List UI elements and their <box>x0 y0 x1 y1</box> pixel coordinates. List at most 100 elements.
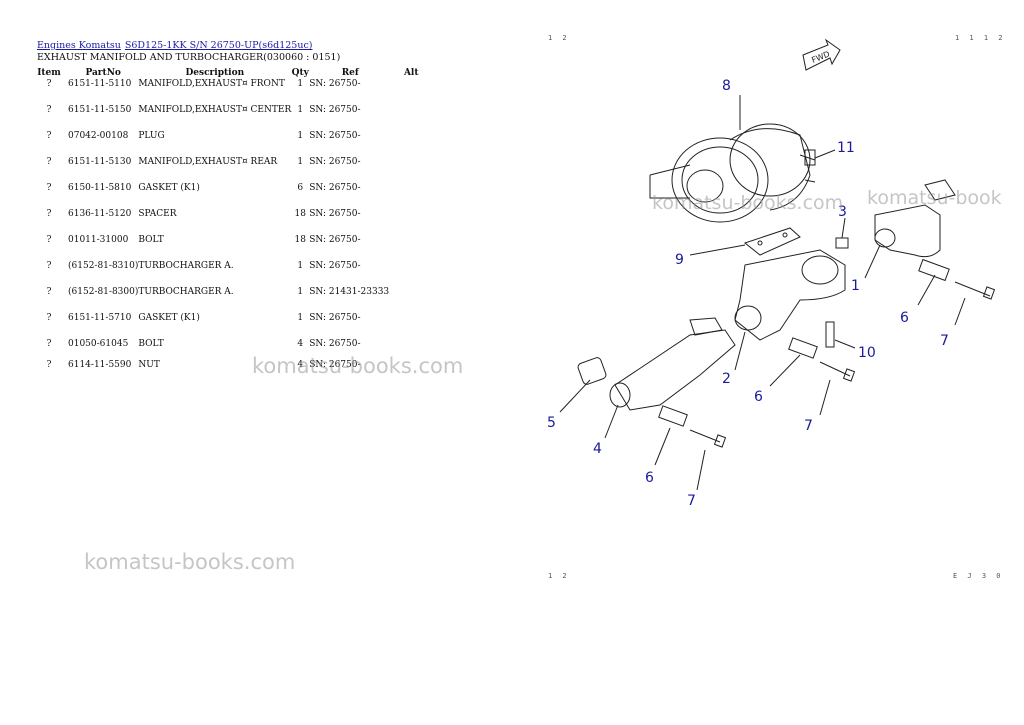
cell-description: GASKET (K1) <box>138 183 200 193</box>
callout-number: 7 <box>940 333 949 349</box>
callout-number: 5 <box>547 415 556 431</box>
cell-item: ? <box>46 235 52 245</box>
cell-qty: 1 <box>297 105 304 115</box>
callout-number: 6 <box>900 310 909 326</box>
cell-description: MANIFOLD,EXHAUST¤ REAR <box>138 157 278 167</box>
cell-item: ? <box>46 105 52 115</box>
cell-qty: 18 <box>294 235 306 245</box>
cell-item: ? <box>46 261 52 271</box>
table-header-row: Item PartNo Description Qty Ref Alt <box>34 66 431 79</box>
cell-alt <box>391 209 431 235</box>
cell-partno: 6151-11-5150 <box>68 105 132 115</box>
breadcrumb-link-model[interactable]: S6D125-1KK S/N 26750-UP(s6d125uc) <box>124 40 313 51</box>
callout-number: 2 <box>722 371 731 387</box>
header-alt: Alt <box>403 67 419 78</box>
page-title: EXHAUST MANIFOLD AND TURBOCHARGER(030060… <box>37 52 341 63</box>
gasket-5-drawing <box>577 357 607 385</box>
cell-item: ? <box>46 157 52 167</box>
cell-alt <box>391 339 431 360</box>
manifold-front-drawing <box>874 179 956 258</box>
cell-qty: 4 <box>297 339 304 349</box>
corner-text: 1 2 <box>548 34 570 42</box>
table-row: ? 6151-11-5150 MANIFOLD,EXHAUST¤ CENTER 1 SN… <box>34 105 431 131</box>
spacers-bolts-drawing <box>658 149 996 448</box>
parts-table: Item PartNo Description Qty Ref Alt ?615… <box>34 66 431 380</box>
callout-number: 7 <box>687 493 696 509</box>
cell-description: MANIFOLD,EXHAUST¤ CENTER <box>138 105 292 115</box>
turbocharger-drawing <box>649 123 816 223</box>
breadcrumb-link-engines[interactable]: Engines Komatsu <box>37 40 121 51</box>
cell-ref: SN: 26750- <box>309 235 361 245</box>
cell-alt <box>391 313 431 339</box>
callout-number: 11 <box>837 140 855 156</box>
cell-qty: 1 <box>297 79 304 89</box>
cell-item: ? <box>46 313 52 323</box>
corner-text: 1 2 <box>548 572 570 580</box>
cell-qty: 1 <box>297 131 304 141</box>
header-qty: Qty <box>291 67 309 78</box>
header-ref: Ref <box>341 67 359 78</box>
cell-item: ? <box>46 79 52 89</box>
cell-description: PLUG <box>138 131 165 141</box>
parts-diagram: FWD <box>547 34 1010 580</box>
cell-qty: 18 <box>294 209 306 219</box>
cell-alt <box>391 183 431 209</box>
callout-number: 8 <box>722 78 731 94</box>
manifold-center-drawing <box>734 249 846 341</box>
cell-item: ? <box>46 183 52 193</box>
callout-number: 6 <box>754 389 763 405</box>
header-partno: PartNo <box>85 67 121 78</box>
cell-partno: 07042-00108 <box>68 131 129 141</box>
cell-qty: 6 <box>297 183 304 193</box>
callout-number: 6 <box>645 470 654 486</box>
cell-partno: 01050-61045 <box>68 339 129 349</box>
cell-alt <box>391 360 431 380</box>
manifold-rear-drawing <box>609 317 736 411</box>
leader-lines <box>559 95 966 491</box>
cell-description: TURBOCHARGER A. <box>138 261 234 271</box>
cell-item: ? <box>46 339 52 349</box>
cell-ref: SN: 26750- <box>309 131 361 141</box>
callout-number: 3 <box>838 204 847 220</box>
corner-text: 1 1 1 2 <box>955 34 1006 42</box>
cell-ref: SN: 26750- <box>309 105 361 115</box>
cell-alt <box>391 157 431 183</box>
cell-ref: SN: 26750- <box>309 157 361 167</box>
cell-description: BOLT <box>138 339 164 349</box>
cell-ref: SN: 26750- <box>309 79 361 89</box>
table-row: ? 07042-00108 PLUG 1 SN: 26750- <box>34 131 431 157</box>
cell-item: ? <box>46 131 52 141</box>
cell-description: SPACER <box>138 209 177 219</box>
callout-number: 1 <box>851 278 860 294</box>
cell-alt <box>391 79 431 105</box>
corner-text: E J 3 0 2 <box>953 572 1010 580</box>
cell-partno: 6114-11-5590 <box>68 360 132 370</box>
cell-description: MANIFOLD,EXHAUST¤ FRONT <box>138 79 285 89</box>
cell-item: ? <box>46 287 52 297</box>
cell-ref: SN: 26750- <box>309 360 361 370</box>
callout-number: 4 <box>593 441 602 457</box>
cell-partno: (6152-81-8300) <box>68 287 139 297</box>
cell-ref: SN: 26750- <box>309 261 361 271</box>
cell-partno: 6136-11-5120 <box>68 209 132 219</box>
cell-ref: SN: 26750- <box>309 209 361 219</box>
cell-alt <box>391 287 431 313</box>
callout-number: 10 <box>858 345 876 361</box>
cell-partno: 6150-11-5810 <box>68 183 132 193</box>
header-item: Item <box>37 67 61 78</box>
cell-alt <box>391 105 431 131</box>
cell-ref: SN: 26750- <box>309 339 361 349</box>
cell-alt <box>391 235 431 261</box>
cell-qty: 1 <box>297 313 304 323</box>
header-description: Description <box>185 67 245 78</box>
